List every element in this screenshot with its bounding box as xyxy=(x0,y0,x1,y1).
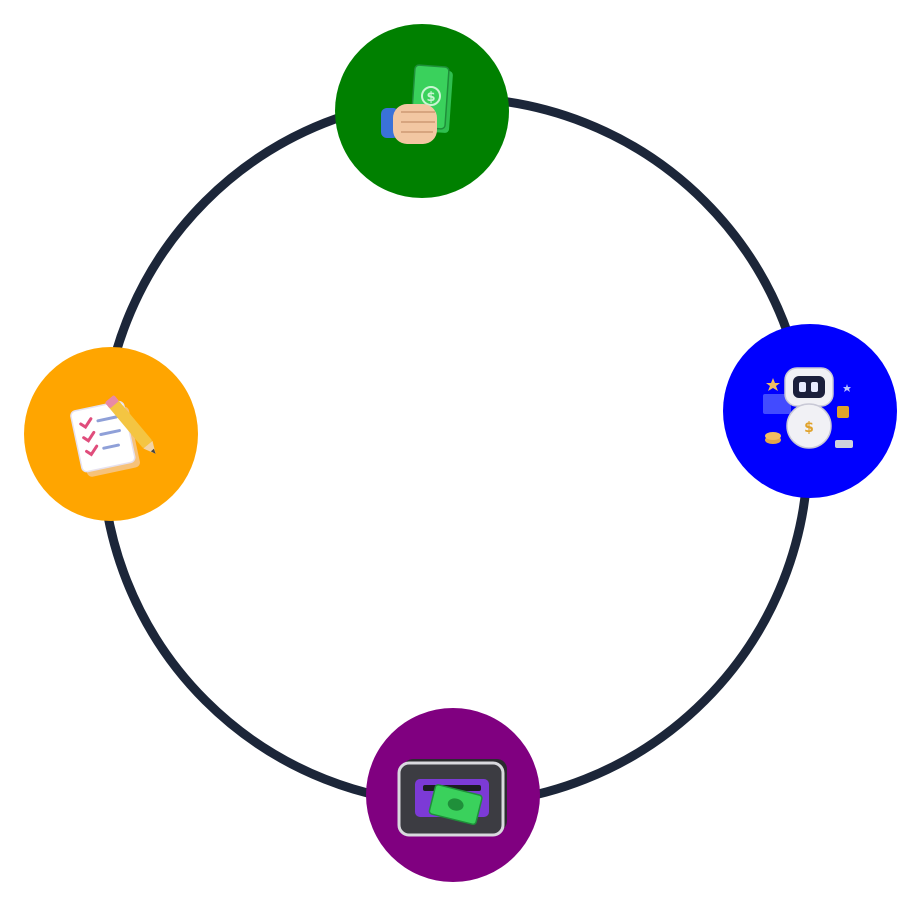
node-hand-holding-cash[interactable]: $ xyxy=(335,24,509,198)
atm-cash-slot-icon xyxy=(393,745,513,845)
ring-circle xyxy=(97,93,813,809)
finance-robot-icon: $ xyxy=(755,356,865,466)
checklist-pencil-icon xyxy=(56,379,166,489)
svg-text:$: $ xyxy=(804,420,814,436)
svg-text:$: $ xyxy=(426,90,435,105)
node-checklist-pencil[interactable] xyxy=(24,347,198,521)
node-finance-robot[interactable]: $ xyxy=(723,324,897,498)
node-atm-cash-slot[interactable] xyxy=(366,708,540,882)
hand-holding-cash-icon: $ xyxy=(367,56,477,166)
